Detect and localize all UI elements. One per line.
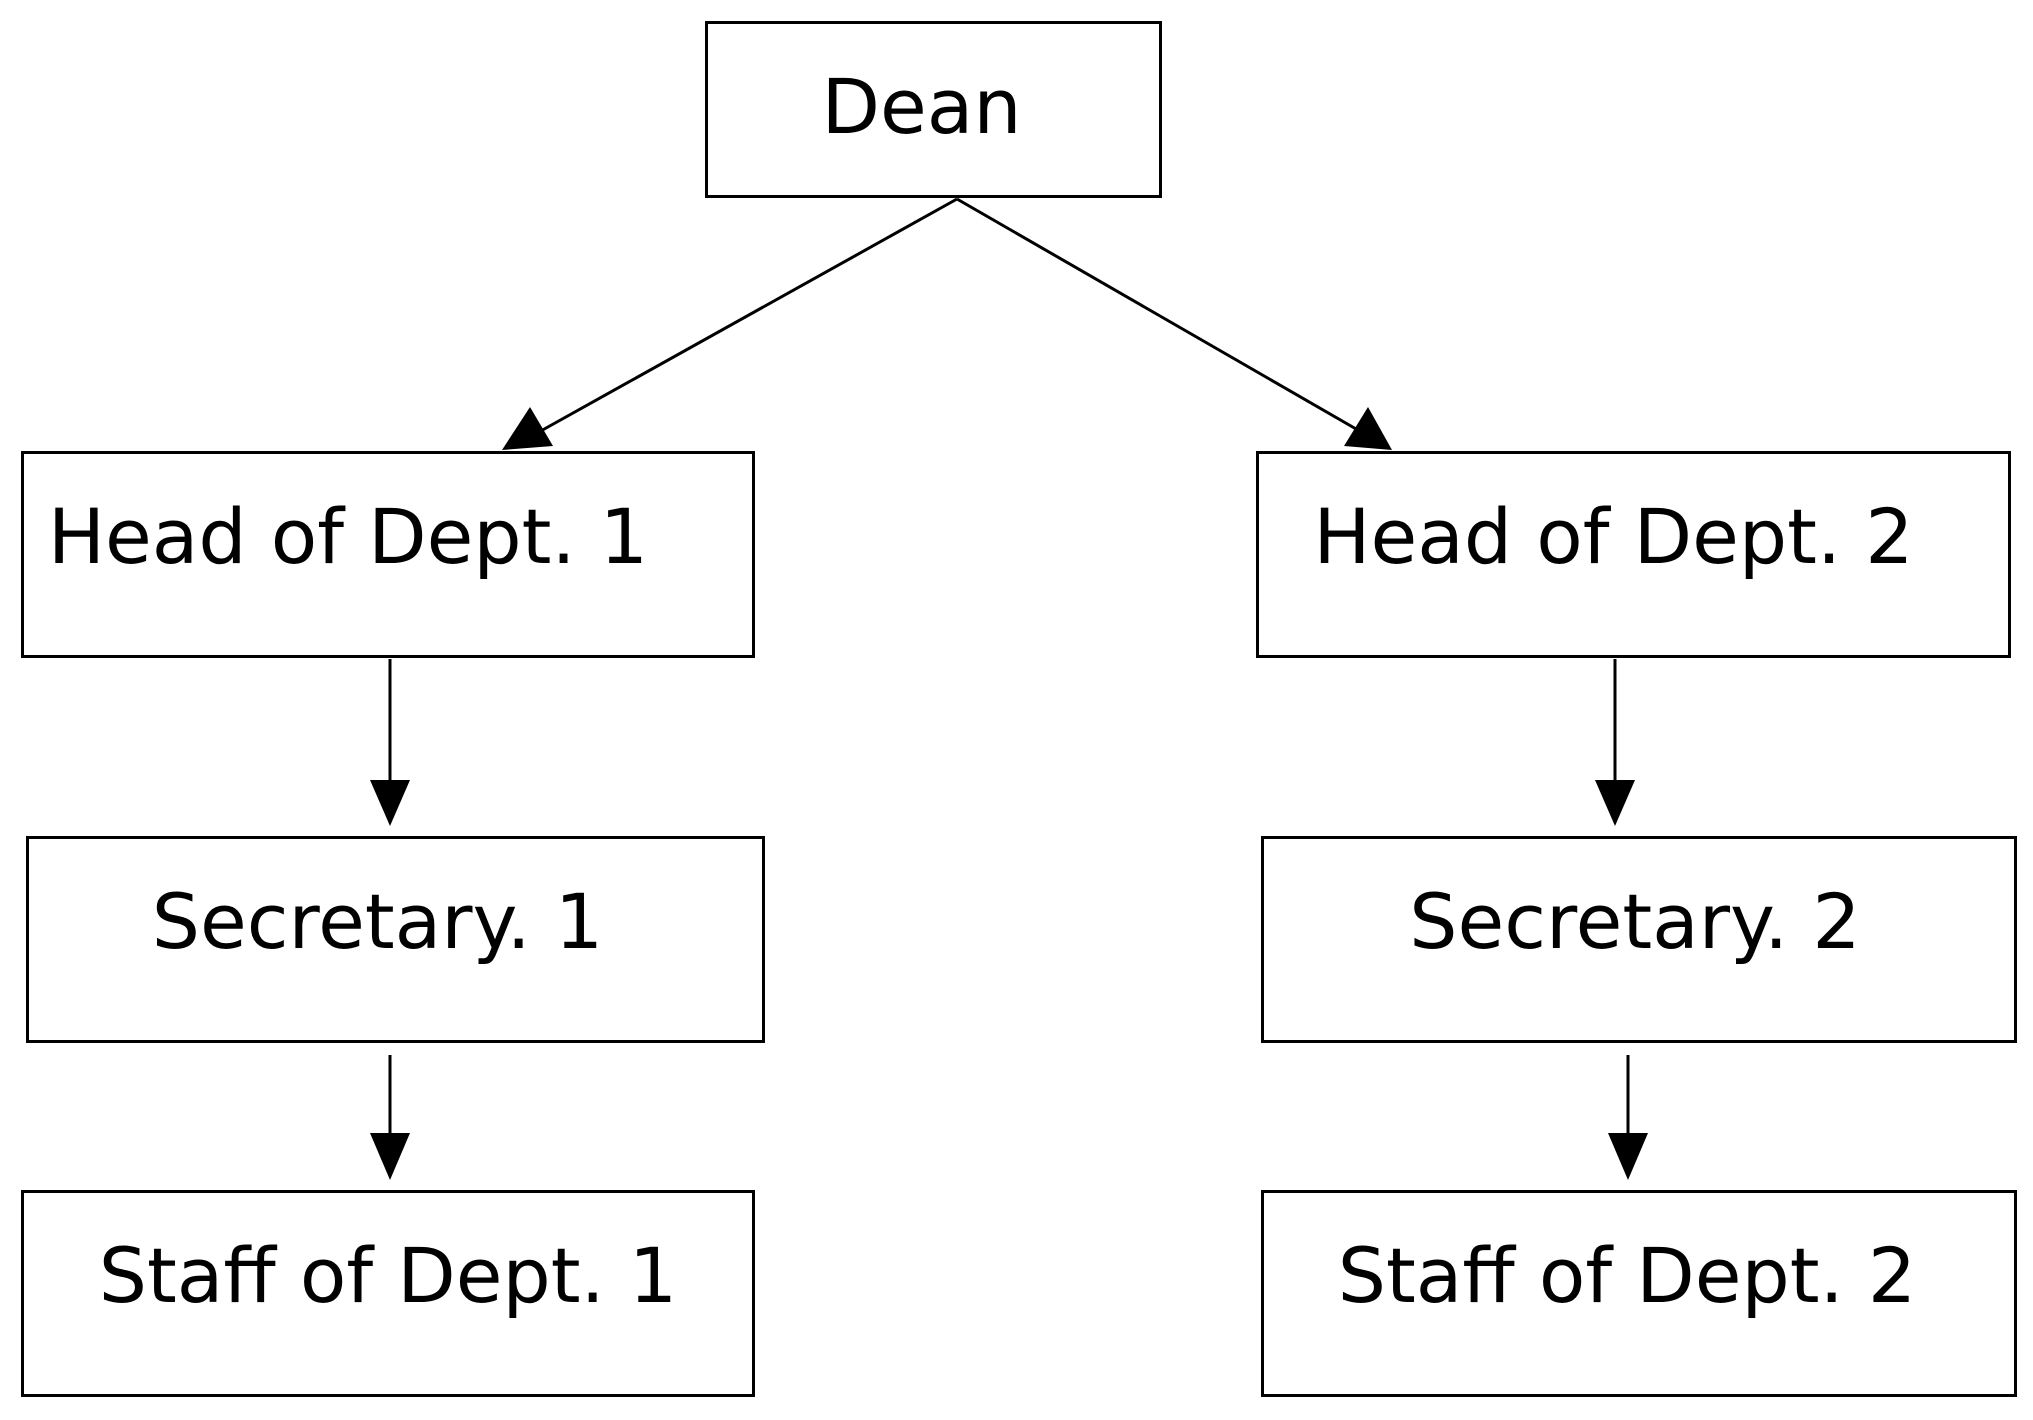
node-dean-label: Dean: [821, 61, 1022, 151]
node-secretary-1: Secretary. 1: [26, 836, 765, 1043]
node-staff-of-dept-2-label: Staff of Dept. 2: [1337, 1230, 1917, 1320]
edge-dean-head2: [956, 197, 1371, 439]
node-head-of-dept-1-label: Head of Dept. 1: [47, 491, 649, 581]
node-head-of-dept-2: Head of Dept. 2: [1256, 451, 2011, 658]
arrowhead-secretary1-staff1: [370, 1133, 410, 1180]
node-staff-of-dept-1: Staff of Dept. 1: [21, 1190, 755, 1397]
node-staff-of-dept-1-label: Staff of Dept. 1: [98, 1230, 678, 1320]
arrowhead-head2-secretary2: [1595, 780, 1635, 826]
node-dean: Dean: [705, 21, 1162, 198]
arrowhead-secretary2-staff2: [1608, 1133, 1648, 1180]
node-secretary-1-label: Secretary. 1: [151, 876, 604, 966]
edge-dean-head1: [529, 197, 958, 439]
node-staff-of-dept-2: Staff of Dept. 2: [1261, 1190, 2017, 1397]
arrowhead-dean-head1: [502, 407, 553, 450]
node-secretary-2-label: Secretary. 2: [1409, 876, 1861, 966]
node-head-of-dept-1: Head of Dept. 1: [21, 451, 755, 658]
arrowhead-head1-secretary1: [370, 780, 410, 826]
arrowhead-dean-head2: [1344, 407, 1392, 450]
node-head-of-dept-2-label: Head of Dept. 2: [1313, 491, 1914, 581]
node-secretary-2: Secretary. 2: [1261, 836, 2017, 1043]
